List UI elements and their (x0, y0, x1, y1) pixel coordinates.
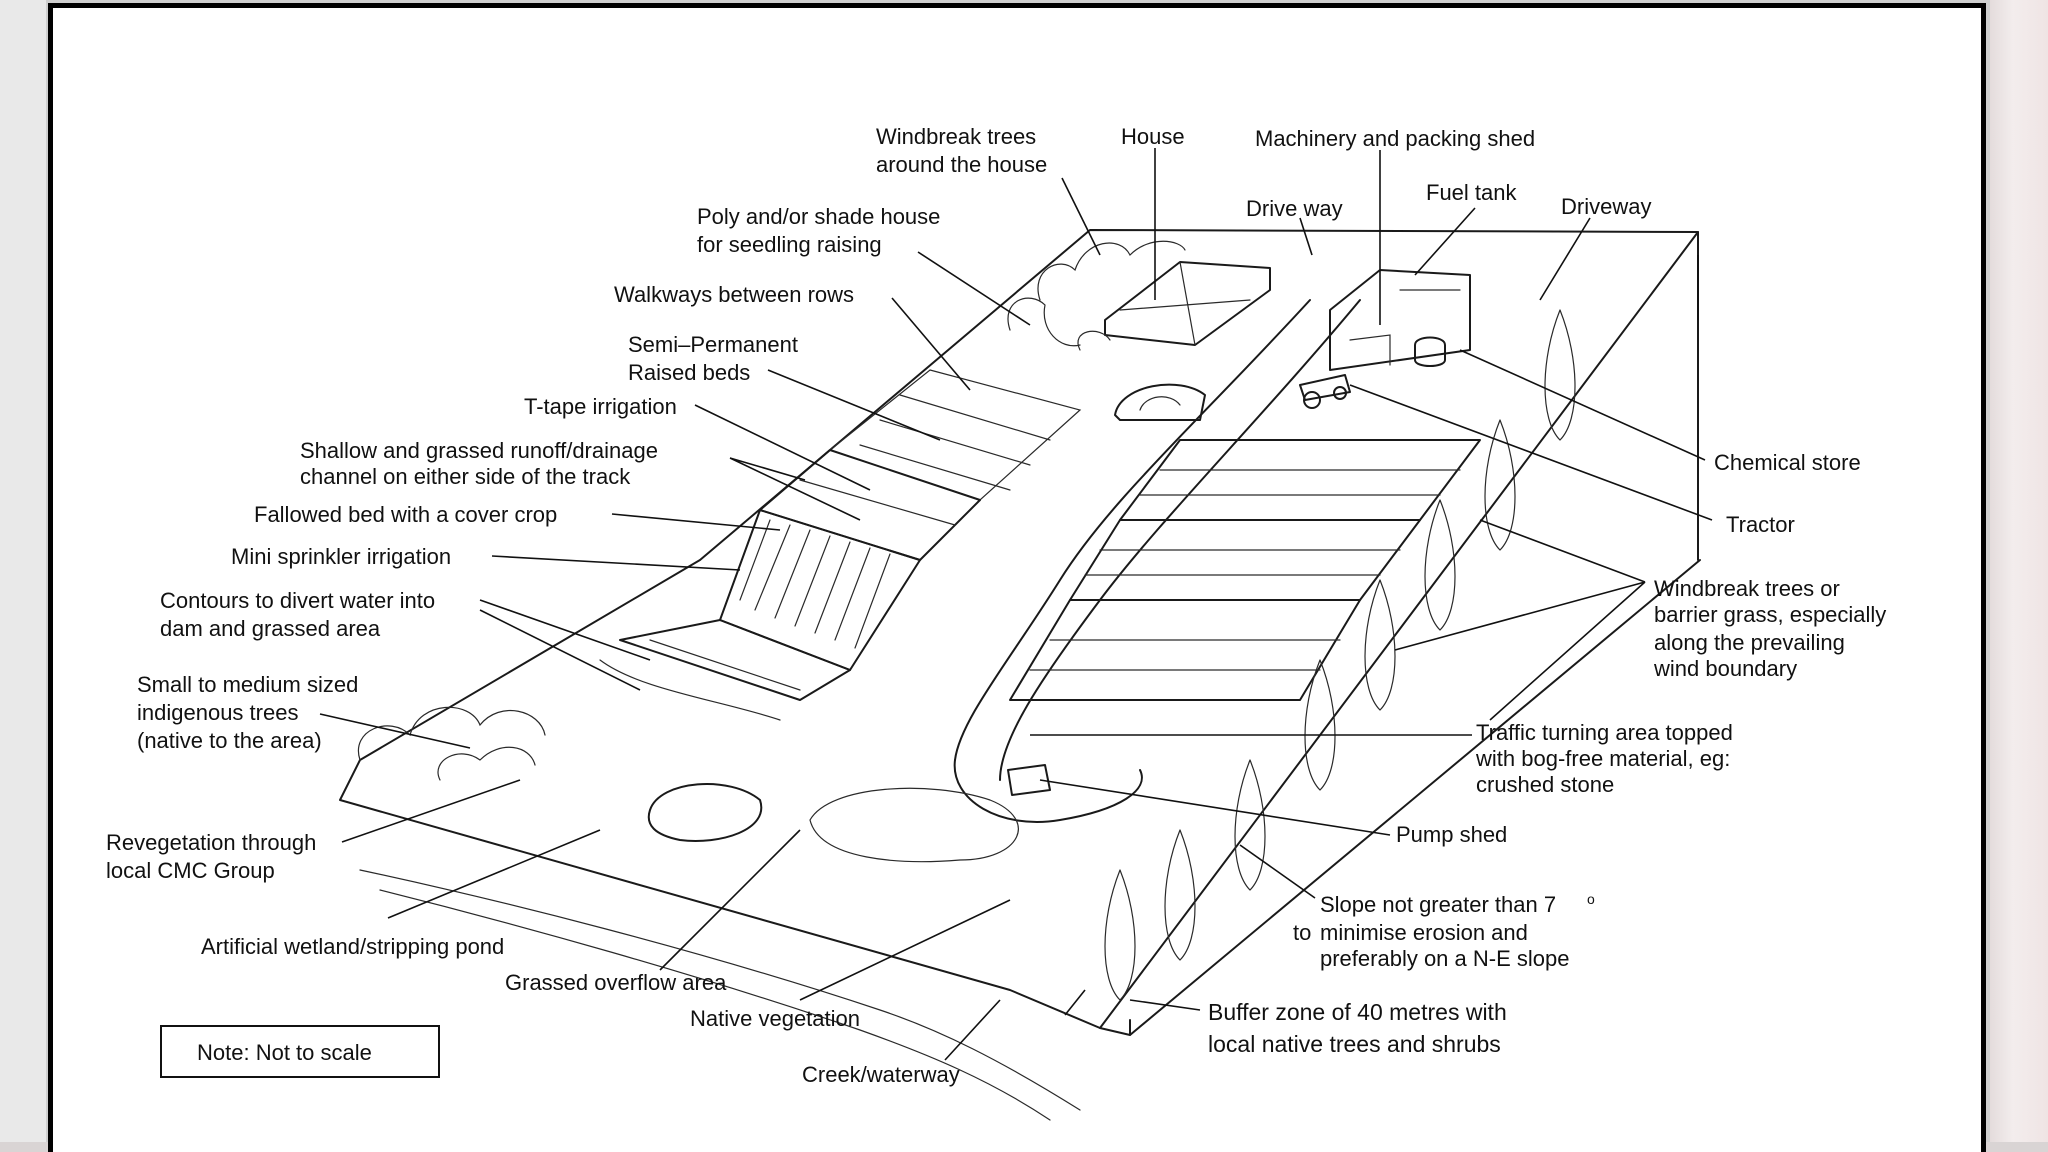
label-contours-2: dam and grassed area (160, 616, 381, 641)
central-track (953, 299, 1361, 823)
label-traffic-3: crushed stone (1476, 772, 1614, 797)
windbreak-trees-house (1007, 240, 1186, 351)
label-windbreak-wind-3: along the prevailing (1654, 630, 1845, 655)
label-buffer-2: local native trees and shrubs (1208, 1031, 1501, 1057)
label-windbreak-house-1: Windbreak trees (876, 124, 1036, 149)
label-t-tape: T-tape irrigation (524, 394, 677, 419)
note-text: Note: Not to scale (197, 1040, 372, 1065)
label-chemical-store: Chemical store (1714, 450, 1861, 475)
label-poly-house-1: Poly and/or shade house (697, 204, 940, 229)
label-slope-degree: o (1587, 891, 1595, 907)
label-windbreak-house-2: around the house (876, 152, 1047, 177)
label-traffic-2: with bog-free material, eg: (1475, 746, 1730, 771)
label-slope-2: to (1293, 920, 1311, 945)
leader-lines (319, 148, 1713, 1061)
right-raised-beds (1009, 439, 1481, 701)
label-contours-1: Contours to divert water into (160, 588, 435, 613)
label-indigenous-2: indigenous trees (137, 700, 298, 725)
machinery-shed-building (1329, 269, 1471, 371)
label-revegetation-1: Revegetation through (106, 830, 316, 855)
fuel-tank-drawing (1414, 336, 1446, 367)
label-buffer-1: Buffer zone of 40 metres with (1208, 999, 1507, 1025)
label-traffic-1: Traffic turning area topped (1476, 720, 1733, 745)
label-windbreak-wind-1: Windbreak trees or (1654, 576, 1840, 601)
label-channel-2: channel on either side of the track (300, 464, 631, 489)
label-pump-shed: Pump shed (1396, 822, 1507, 847)
diagram-frame (48, 3, 1986, 1152)
label-machinery-shed: Machinery and packing shed (1255, 126, 1535, 151)
label-indigenous-1: Small to medium sized (137, 672, 358, 697)
label-indigenous-3: (native to the area) (137, 728, 322, 753)
indigenous-trees (357, 706, 546, 781)
house-building (1104, 261, 1271, 346)
note-box: Note: Not to scale (160, 1025, 440, 1078)
label-raised-beds-2: Raised beds (628, 360, 750, 385)
poly-shade-house (1114, 383, 1206, 421)
pump-shed-building (1007, 764, 1051, 796)
label-grassed-overflow: Grassed overflow area (505, 970, 727, 995)
label-tractor: Tractor (1726, 512, 1795, 537)
label-windbreak-wind-4: wind boundary (1653, 656, 1797, 681)
label-walkways: Walkways between rows (614, 282, 854, 307)
label-creek: Creek/waterway (802, 1062, 960, 1087)
label-mini-sprinkler: Mini sprinkler irrigation (231, 544, 451, 569)
label-fuel-tank: Fuel tank (1426, 180, 1517, 205)
cover-crop-hatch (739, 519, 891, 649)
label-slope-3: minimise erosion and (1320, 920, 1528, 945)
wetland-pond (647, 783, 1019, 863)
label-poly-house-2: for seedling raising (697, 232, 882, 257)
background-left (0, 0, 46, 1152)
background-right (1990, 0, 2048, 1152)
label-native-vegetation: Native vegetation (690, 1006, 860, 1031)
label-driveway: Driveway (1561, 194, 1651, 219)
left-raised-beds (599, 369, 1082, 721)
label-raised-beds-1: Semi–Permanent (628, 332, 798, 357)
label-slope-1: Slope not greater than 7 (1320, 892, 1556, 917)
diagram-labels: Windbreak trees around the house House M… (106, 124, 1886, 1087)
windbreak-trees-boundary (1104, 309, 1576, 1001)
label-house: House (1121, 124, 1185, 149)
label-windbreak-wind-2: barrier grass, especially (1654, 602, 1886, 627)
label-slope-4: preferably on a N-E slope (1320, 946, 1569, 971)
creek-waterway (359, 869, 1081, 1121)
label-revegetation-2: local CMC Group (106, 858, 275, 883)
field-outline (339, 229, 1701, 1036)
label-channel-1: Shallow and grassed runoff/drainage (300, 438, 658, 463)
label-drive-way: Drive way (1246, 196, 1343, 221)
tractor-drawing (1299, 374, 1351, 409)
label-fallowed-bed: Fallowed bed with a cover crop (254, 502, 557, 527)
label-wetland: Artificial wetland/stripping pond (201, 934, 504, 959)
